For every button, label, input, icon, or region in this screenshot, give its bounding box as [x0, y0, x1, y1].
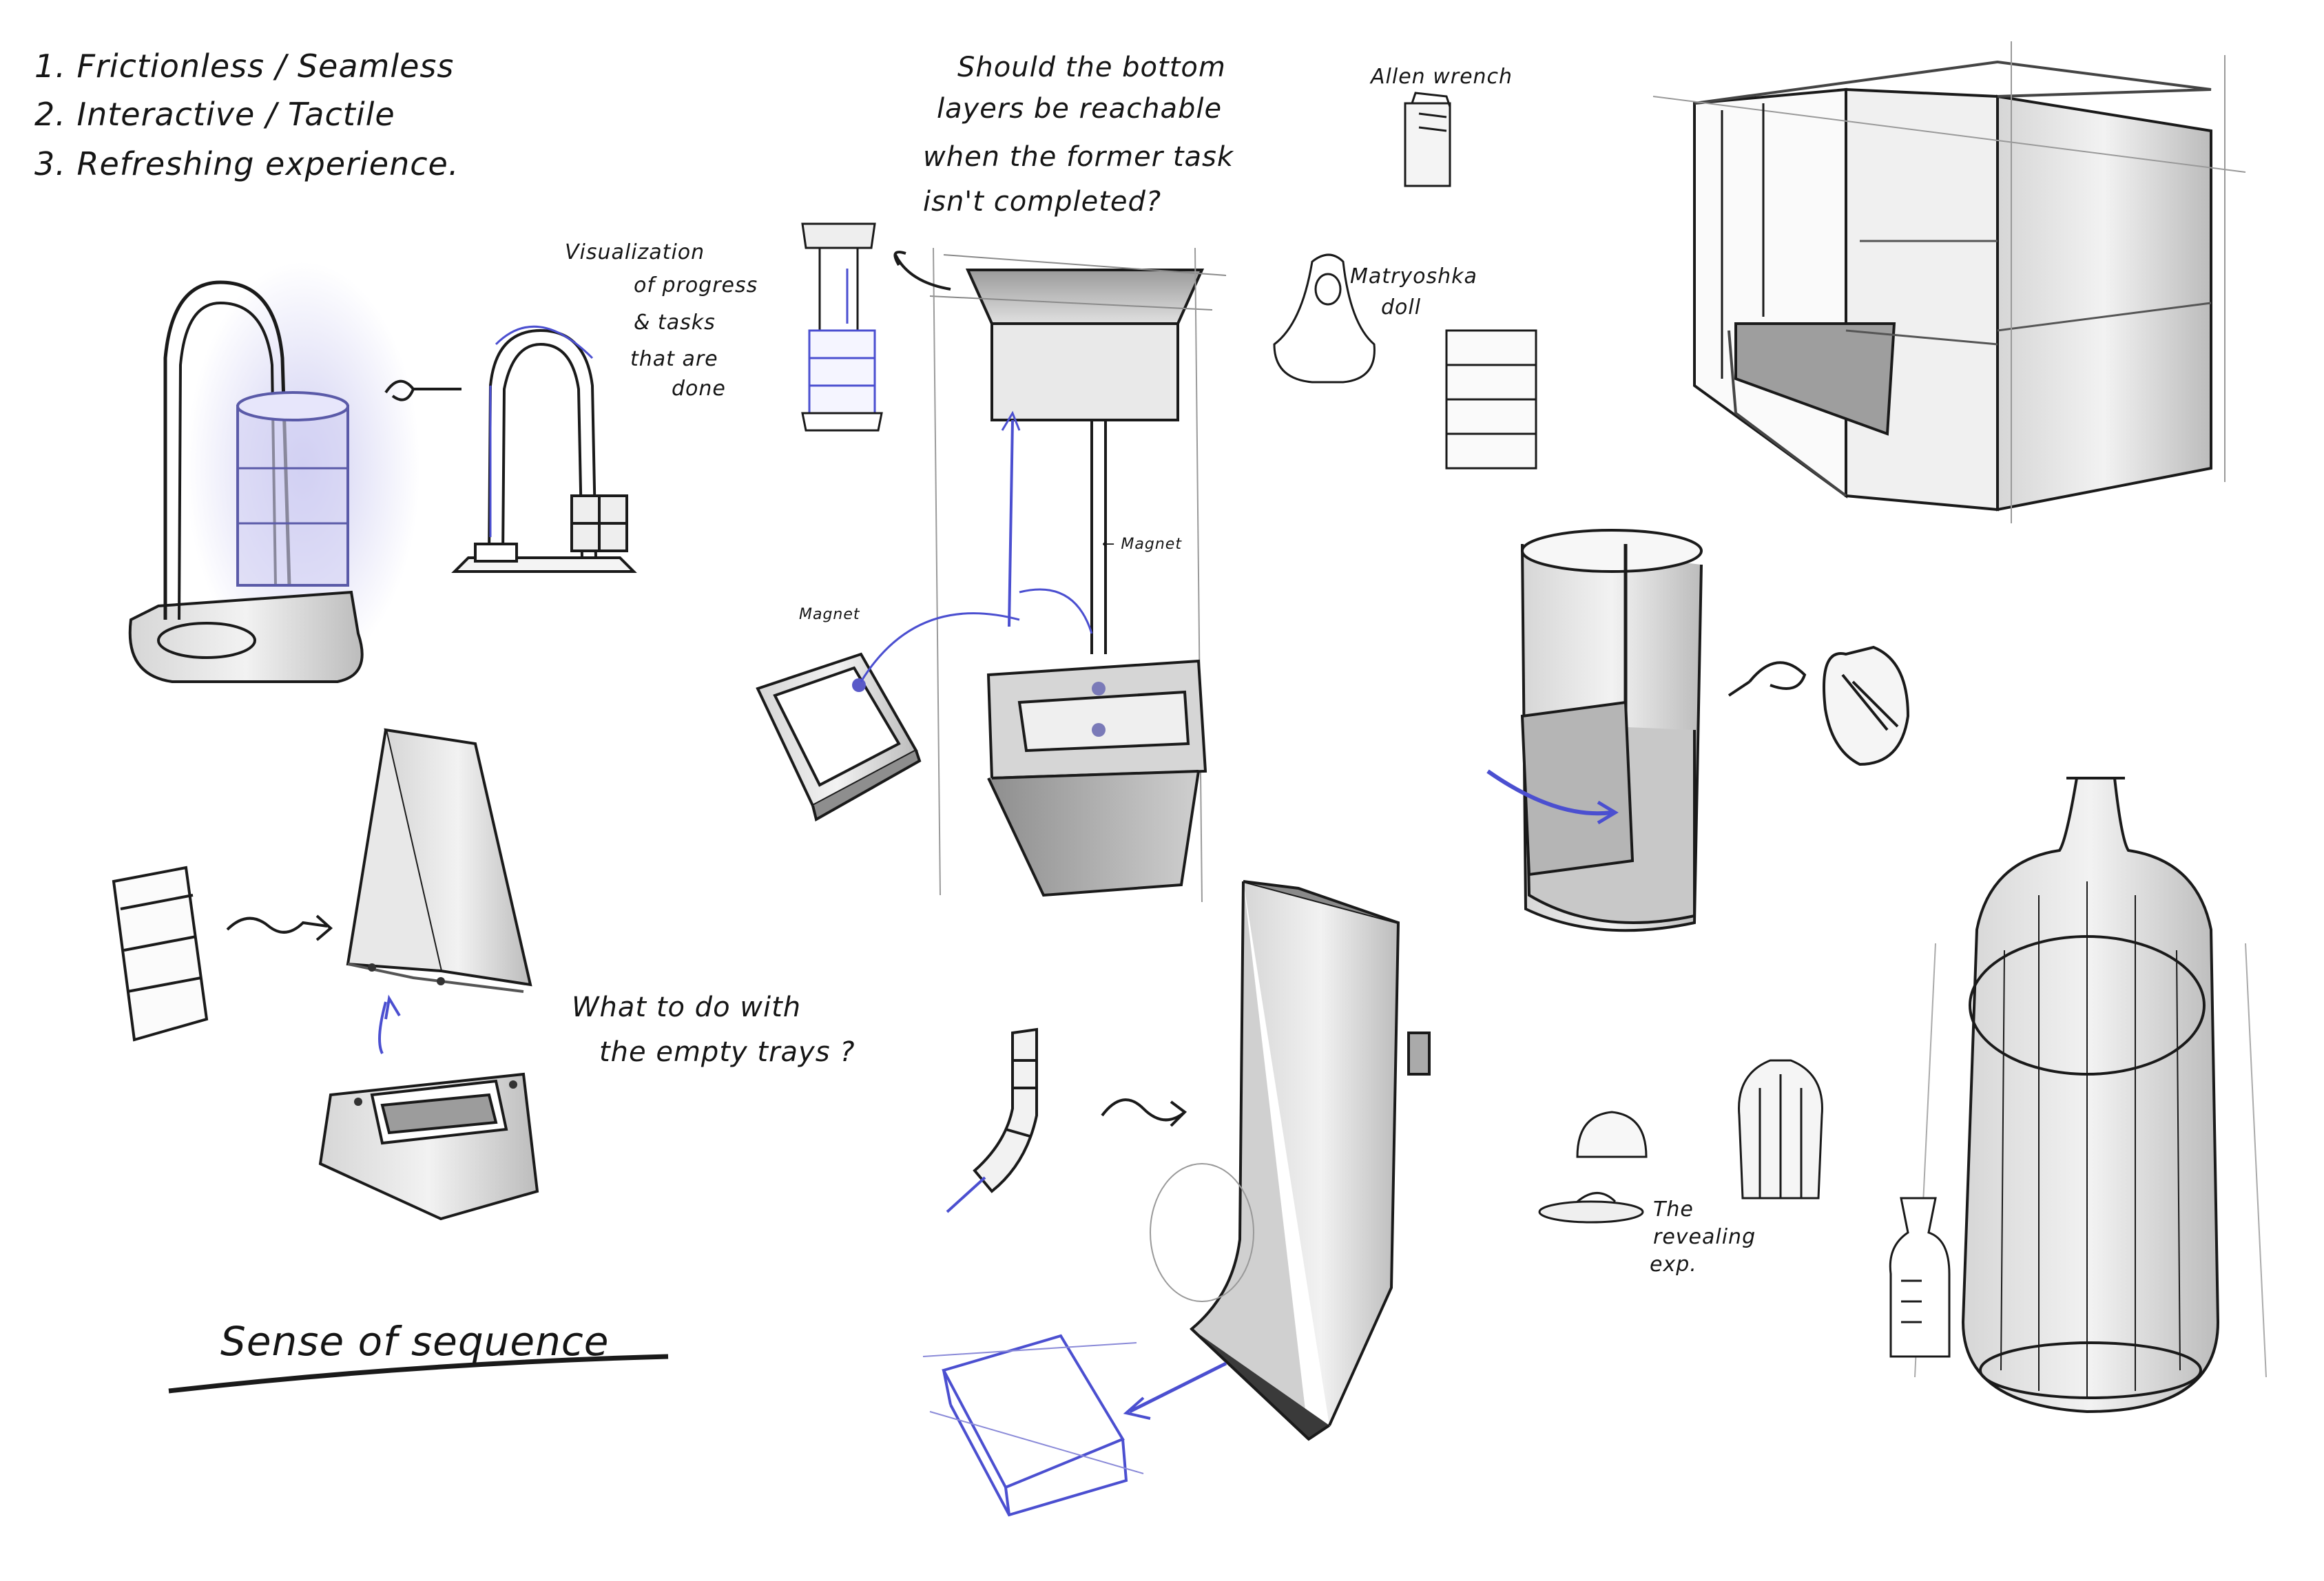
sequence-arrow-1	[226, 914, 333, 941]
label-revealing-line-3: exp.	[1650, 1253, 1697, 1277]
question-bottom-layers-line-2: layers be reachable	[937, 93, 1223, 125]
progress-stack-sketch	[801, 222, 883, 432]
drawer-stack-sketch	[1445, 329, 1537, 470]
label-allen-wrench: Allen wrench	[1371, 65, 1513, 89]
tiny-jar-sketch	[1889, 1197, 1951, 1358]
magnet-tray-sketch	[756, 612, 1020, 822]
allen-wrench-icon	[1404, 92, 1451, 187]
matryoshka-doll-icon	[1273, 253, 1376, 384]
rotating-cylinder-sketch	[1486, 529, 1910, 932]
empty-tray-sketch	[922, 1334, 1144, 1517]
label-visualization-line-5: done	[672, 377, 726, 401]
curved-chute-sketch	[1123, 880, 1431, 1441]
tower-with-magnet-sketch	[893, 247, 1227, 903]
arch-dispenser-sketch	[128, 262, 461, 683]
question-bottom-layers-line-1: Should the bottom	[957, 52, 1226, 83]
cloche-dish-sketch	[1538, 1111, 1648, 1224]
label-matryoshka-line-2: doll	[1381, 295, 1422, 320]
label-revealing-line-1: The	[1653, 1197, 1694, 1222]
question-empty-trays-line-2: the empty trays ?	[599, 1036, 855, 1068]
shelving-cabinet-sketch	[1652, 41, 2246, 523]
label-visualization-line-3: & tasks	[634, 311, 716, 335]
tray-base-sketch	[318, 1072, 539, 1221]
birdcage-bell-sketch	[1867, 777, 2307, 1508]
principle-1: 1. Frictionless / Seamless	[34, 48, 455, 85]
label-visualization-line-1: Visualization	[565, 240, 705, 264]
bent-chute-mini-sketch	[946, 1027, 1187, 1213]
principle-3: 3. Refreshing experience.	[34, 145, 459, 182]
label-magnet-tray: Magnet	[799, 606, 860, 623]
label-visualization-line-2: of progress	[634, 273, 758, 297]
label-matryoshka-line-1: Matryoshka	[1350, 264, 1477, 289]
question-bottom-layers-line-3: when the former task	[923, 141, 1234, 173]
label-visualization-line-4: that are	[630, 347, 718, 371]
flipped-tray-sketch	[346, 728, 532, 1054]
label-revealing-line-2: revealing	[1653, 1225, 1756, 1249]
question-bottom-layers-line-4: isn't completed?	[923, 186, 1162, 218]
heading-underline	[168, 1354, 669, 1394]
heading-sense-of-sequence: Sense of sequence	[220, 1318, 610, 1365]
arch-progress-sketch	[451, 325, 637, 573]
label-magnet-rod: ← Magnet	[1102, 536, 1182, 553]
principle-2: 2. Interactive / Tactile	[34, 96, 395, 133]
tapered-box-sketch	[112, 866, 209, 1042]
small-birdcage-sketch	[1738, 1059, 1823, 1200]
question-empty-trays-line-1: What to do with	[572, 992, 802, 1023]
